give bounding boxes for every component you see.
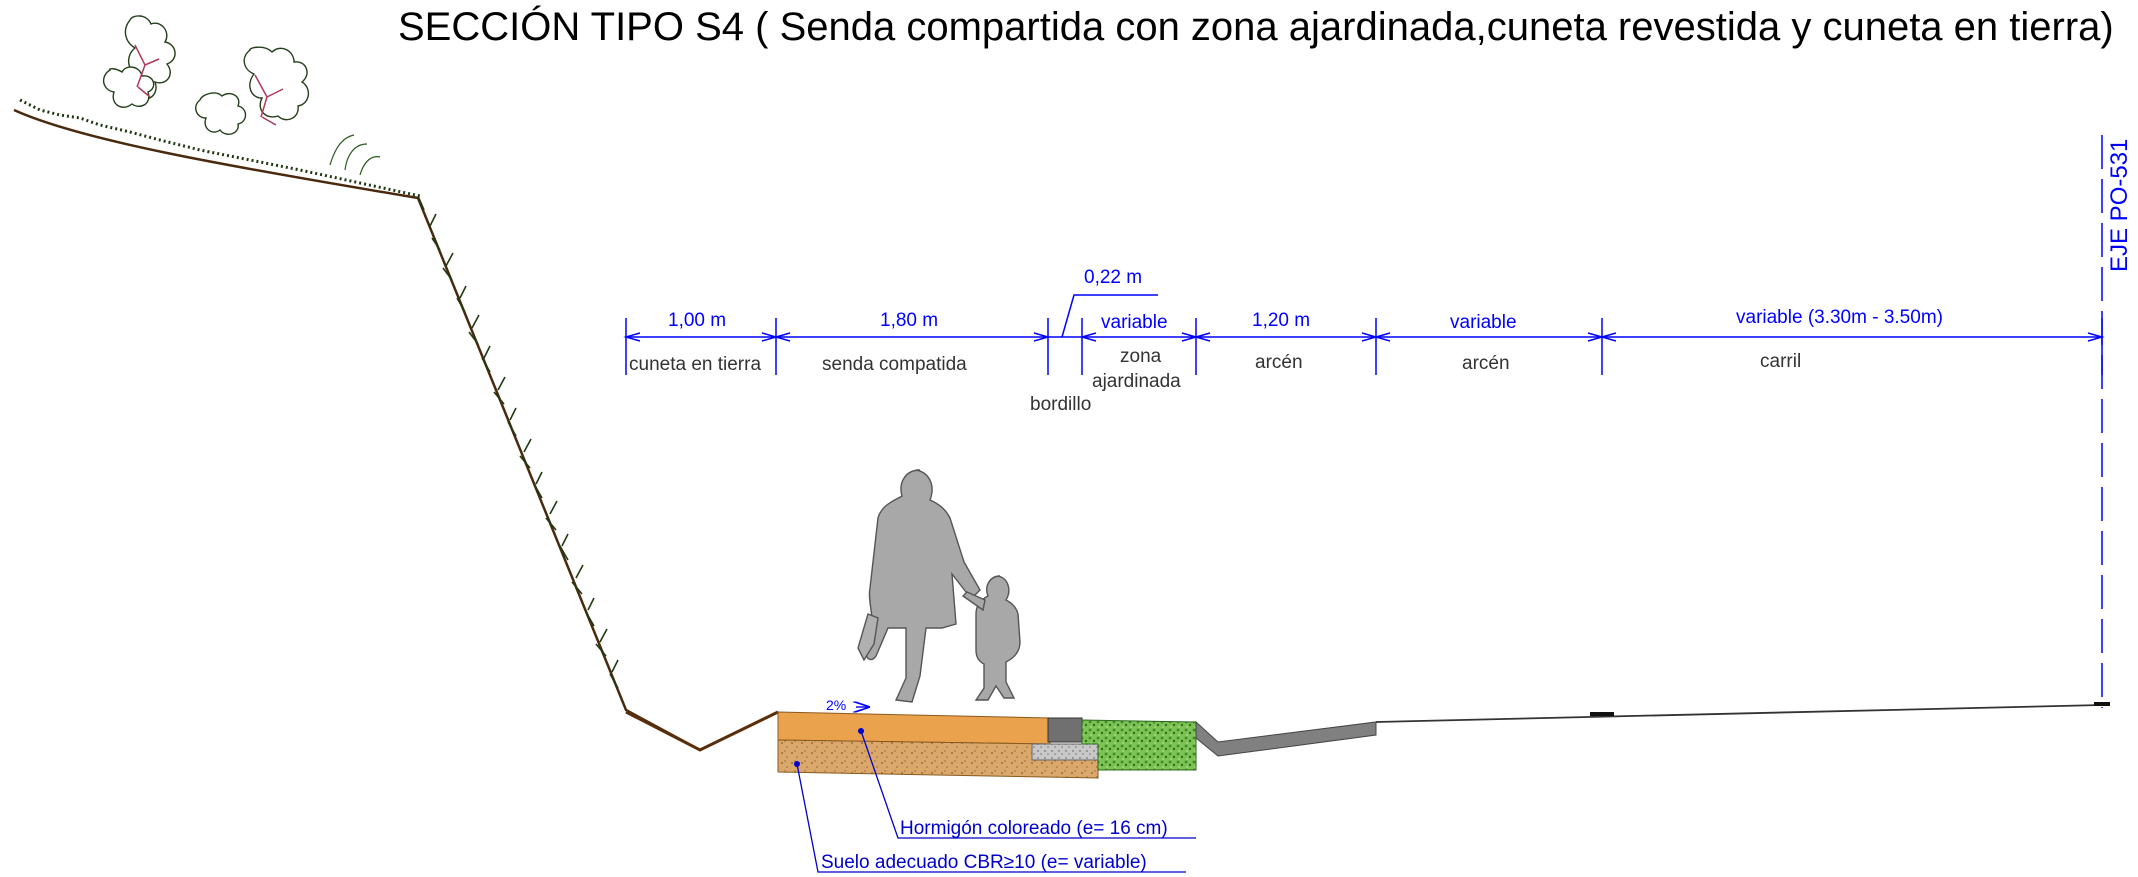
dim-zona: variable [1101, 312, 1168, 333]
earth-ditch [625, 710, 779, 752]
garden-zone [1081, 719, 1197, 771]
terrain-slope [13, 15, 779, 752]
dim-bordillo: 0,22 m [1084, 267, 1142, 288]
curb [1031, 717, 1099, 761]
callout-hormigon: Hormigón coloreado (e= 16 cm) [900, 818, 1168, 839]
road-axis: EJE PO-531 [2101, 135, 2133, 708]
dim-carril: variable (3.30m - 3.50m) [1736, 307, 1943, 328]
zone-bordillo: bordillo [1030, 394, 1091, 415]
zone-arcen1: arcén [1255, 352, 1303, 373]
dimension-line [623, 294, 2105, 375]
pedestrian-adult-icon [857, 469, 981, 703]
slope-label: 2% [826, 697, 846, 713]
zone-arcen2: arcén [1462, 353, 1510, 374]
axis-label: EJE PO-531 [2106, 139, 2133, 272]
dim-cuneta: 1,00 m [668, 310, 726, 331]
dim-arcen2: variable [1450, 312, 1517, 333]
section-title: SECCIÓN TIPO S4 ( Senda compartida con z… [398, 4, 2114, 49]
material-callouts: Hormigón coloreado (e= 16 cm) Suelo adec… [794, 728, 1196, 873]
zone-zona-line1: zona [1120, 346, 1162, 367]
shared-path-pavement [777, 711, 1099, 779]
road-surface [1195, 702, 2110, 757]
pedestrian-child-icon [961, 575, 1021, 701]
dim-senda: 1,80 m [880, 310, 938, 331]
zone-cuneta: cuneta en tierra [629, 354, 761, 375]
shrub-icon [103, 15, 309, 135]
zone-zona-line2: ajardinada [1092, 371, 1181, 392]
zone-carril: carril [1760, 351, 1801, 372]
callout-suelo: Suelo adecuado CBR≥10 (e= variable) [821, 852, 1147, 873]
dim-arcen1: 1,20 m [1252, 310, 1310, 331]
slope-grass [417, 195, 619, 689]
slope-indicator: 2% [826, 697, 870, 713]
zone-senda: senda compatida [822, 354, 967, 375]
